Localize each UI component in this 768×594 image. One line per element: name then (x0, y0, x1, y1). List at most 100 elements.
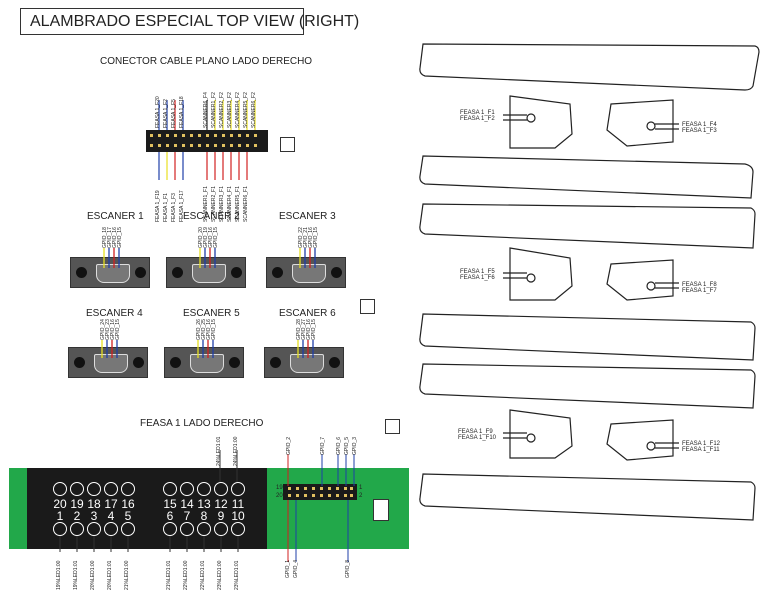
feasa-pin (180, 522, 194, 536)
pin-number: 13 (197, 497, 211, 511)
pin-number: 12 (214, 497, 228, 511)
pin-number: 8 (200, 509, 208, 523)
feasa-board-black (27, 468, 267, 549)
scanner-wire-label: GPIO_15 (211, 319, 217, 340)
feasa-pin (163, 522, 177, 536)
feasa-wire-label: 23%LED1:01 (234, 560, 240, 590)
pin-number: 6 (166, 509, 174, 523)
feasa-wire-label: 24%LED1:01 (216, 436, 222, 466)
pin-number: 3 (90, 509, 98, 523)
check-box[interactable] (360, 299, 375, 314)
scanner-connector (266, 257, 346, 288)
feasa-pin (104, 522, 118, 536)
fixture-slat (419, 473, 756, 521)
feasa-wire-label: 20%LED1:00 (90, 560, 96, 590)
header-wire-label: GPIO_7 (320, 436, 326, 455)
feasa-wire-label: 24%LED1:00 (233, 436, 239, 466)
scanner-title: ESCANER 2 (183, 211, 240, 222)
sensor-label: FEASA 1_F7 (682, 288, 717, 294)
header-wire-label: GPIO_1 (285, 559, 291, 578)
sensor-label: FEASA 1_F2 (460, 116, 495, 122)
feasa-wires (59, 450, 239, 552)
ribbon-heading: CONECTOR CABLE PLANO LADO DERECHO (100, 56, 313, 67)
pin-number: 17 (104, 497, 118, 511)
sensor-window (606, 99, 674, 147)
pin-number: 11 (231, 497, 245, 511)
scanner-wire-label: GPIO_15 (311, 319, 317, 340)
pin-number: 15 (163, 497, 177, 511)
scanner-connector (68, 347, 148, 378)
sensor-label: FEASA 1_F4 (682, 122, 717, 128)
fixture-slat (419, 313, 756, 361)
scanner-connector (264, 347, 344, 378)
feasa-pin (87, 482, 101, 496)
sensor (526, 273, 536, 283)
pin-number: 10 (231, 509, 245, 523)
scanner-wires (101, 248, 316, 358)
sensor-label: FEASA 1_F11 (682, 447, 720, 453)
pin-number: 18 (87, 497, 101, 511)
header-pins (288, 487, 353, 497)
sensor-window (606, 419, 674, 461)
sensor (646, 441, 656, 451)
ribbon-connector (146, 130, 268, 152)
feasa-pin (197, 482, 211, 496)
pin-number: 16 (121, 497, 135, 511)
scanner-title: ESCANER 4 (86, 308, 143, 319)
pin-number: 5 (124, 509, 132, 523)
scanner-title: ESCANER 6 (279, 308, 336, 319)
header-wire-label: GPIO_3 (352, 436, 358, 455)
sensor-label: FEASA 1_F5 (460, 269, 495, 275)
check-box[interactable] (280, 137, 295, 152)
sensor-label: FEASA 1_F3 (682, 128, 717, 134)
fixture-slat (419, 43, 760, 91)
fixture-drawing (419, 43, 760, 521)
sensor-label: FEASA 1_F10 (458, 435, 497, 441)
sensor-label: FEASA 1_F9 (458, 429, 493, 435)
feasa-wire-label: 19%LED1:00 (56, 560, 62, 590)
header-pin-number: 19 (276, 485, 283, 491)
feasa-wire-label: 22%LED1:00 (183, 560, 189, 590)
pin-number: 14 (180, 497, 194, 511)
pin-number: 20 (53, 497, 67, 511)
feasa-pin (104, 482, 118, 496)
sensor-window (509, 409, 573, 459)
scanner-title: ESCANER 3 (279, 211, 336, 222)
sensor-label: FEASA 1_F12 (682, 441, 721, 447)
sensor-window (509, 95, 573, 149)
scanner-wire-label: GPIO_15 (213, 227, 219, 248)
pin-number: 9 (217, 509, 225, 523)
feasa-pin (121, 482, 135, 496)
pin-number: 4 (107, 509, 115, 523)
sensor (526, 433, 536, 443)
feasa-header (283, 484, 357, 500)
scanner-wire-label: GPIO_15 (115, 319, 121, 340)
feasa-wire-label: 22%LED1:01 (200, 560, 206, 590)
feasa-pin (87, 522, 101, 536)
feasa-pin (70, 522, 84, 536)
header-wire-label: GPIO_8 (345, 559, 351, 578)
feasa-pin (53, 522, 67, 536)
scanner-wire-label: GPIO_15 (313, 227, 319, 248)
page-title: ALAMBRADO ESPECIAL TOP VIEW (RIGHT) (20, 8, 359, 35)
pin-number: 7 (183, 509, 191, 523)
fixture-slat (419, 155, 754, 199)
header-wire-label: GPIO_4 (293, 559, 299, 578)
sensor (646, 121, 656, 131)
sensor-label: FEASA 1_F1 (460, 110, 495, 116)
sensor (526, 113, 536, 123)
feasa-heading: FEASA 1 LADO DERECHO (140, 418, 264, 429)
feasa-wire-label: 21%LED1:01 (166, 560, 172, 590)
board-white-tab (373, 499, 389, 521)
sensor (646, 281, 656, 291)
pin-number: 19 (70, 497, 84, 511)
header-wires (287, 454, 355, 562)
feasa-wire-label: 20%LED1:01 (107, 560, 113, 590)
sensor-window (606, 259, 674, 301)
feasa-pin (121, 522, 135, 536)
check-box[interactable] (385, 419, 400, 434)
feasa-pin (53, 482, 67, 496)
scanner-connector (70, 257, 150, 288)
feasa-wire-label: 19%LED1:01 (73, 560, 79, 590)
sensor-label: FEASA 1_F8 (682, 282, 717, 288)
